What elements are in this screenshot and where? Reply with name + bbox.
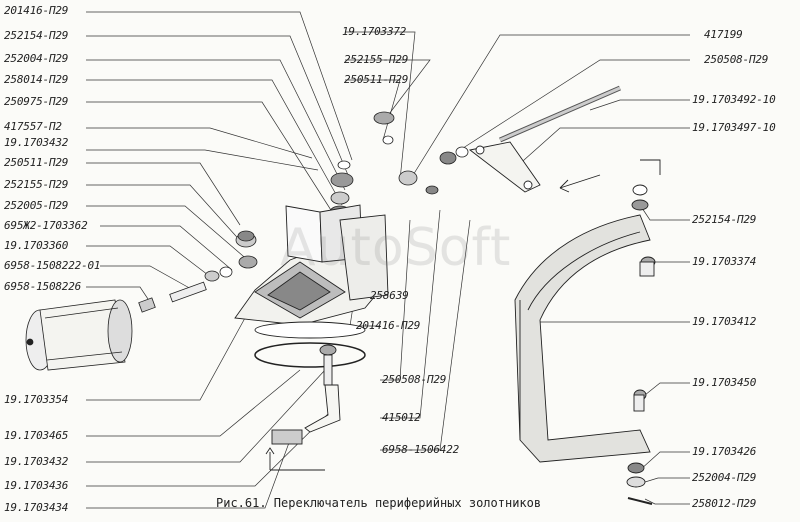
label-center-0: 19.1703372: [342, 25, 407, 38]
label-center-3: 258639: [370, 289, 409, 302]
label-left-9: 252005-П29: [4, 199, 69, 212]
label-left-13: 6958-1508226: [4, 280, 82, 293]
label-left-14: 19.1703354: [4, 393, 69, 406]
label-left-1: 252154-П29: [4, 29, 69, 42]
sector-arc: [514, 159, 661, 505]
lever-part: [265, 344, 341, 471]
label-center-2: 250511-П29: [344, 73, 409, 86]
label-right-9: 252004-П29: [692, 471, 757, 484]
label-right-8: 19.1703426: [692, 445, 757, 458]
label-right-1: 250508-П29: [704, 53, 769, 66]
label-left-5: 417557-П2: [4, 120, 62, 133]
figure-caption: Рис.61. Переключатель периферийных золот…: [216, 496, 542, 510]
label-left-11: 19.1703360: [4, 239, 69, 252]
label-right-2: 19.1703492-10: [692, 93, 776, 106]
label-left-10: 695Ж2-1703362: [4, 219, 88, 232]
label-right-5: 19.1703374: [692, 255, 757, 268]
label-left-15: 19.1703465: [4, 429, 69, 442]
label-right-6: 19.1703412: [692, 315, 757, 328]
label-left-8: 252155-П29: [4, 178, 69, 191]
label-left-18: 19.1703434: [4, 501, 69, 514]
label-center-1: 252155-П29: [344, 53, 409, 66]
label-left-12: 6958-1508222-01: [4, 259, 101, 272]
label-left-0: 201416-П29: [4, 4, 69, 17]
label-right-3: 19.1703497-10: [692, 121, 776, 134]
label-right-0: 417199: [704, 28, 743, 41]
label-center-6: 415012: [382, 411, 421, 424]
label-right-4: 252154-П29: [692, 213, 757, 226]
label-left-3: 258014-П29: [4, 73, 69, 86]
label-center-4: 201416-П29: [356, 319, 421, 332]
label-left-16: 19.1703432: [4, 455, 69, 468]
bracket-assembly: [234, 204, 389, 368]
label-left-2: 252004-П29: [4, 52, 69, 65]
label-right-10: 258012-П29: [692, 497, 757, 510]
label-left-6: 19.1703432: [4, 136, 69, 149]
motor: [25, 299, 133, 371]
label-right-7: 19.1703450: [692, 376, 757, 389]
rods: [468, 85, 621, 193]
label-center-5: 250508-П29: [382, 373, 447, 386]
label-left-7: 250511-П29: [4, 156, 69, 169]
label-center-7: 6958-1506422: [382, 443, 460, 456]
watermark-text: AutoSoft: [280, 218, 512, 278]
label-left-4: 250975-П29: [4, 95, 69, 108]
label-left-17: 19.1703436: [4, 479, 69, 492]
